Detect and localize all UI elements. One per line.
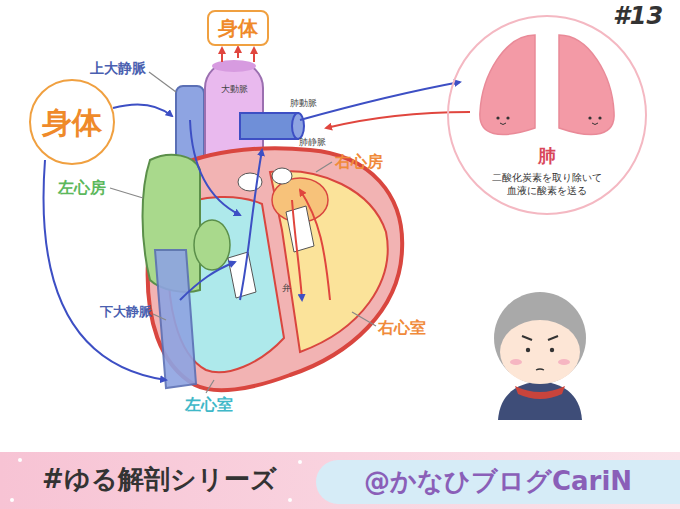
child-figure-part xyxy=(526,348,530,352)
flow-arrows-part xyxy=(292,200,302,300)
leader-lines-part xyxy=(316,162,332,172)
chamber-label: 左心房 xyxy=(58,178,106,197)
child-figure-part xyxy=(536,369,544,370)
chamber-label: 右心室 xyxy=(378,318,426,337)
chamber-label: 左心室 xyxy=(185,395,233,414)
flow-arrows xyxy=(180,120,330,300)
leader-lines-part xyxy=(149,72,176,92)
heart-part xyxy=(155,250,196,388)
pulmonary-artery xyxy=(240,113,304,139)
node-body: 二酸化炭素を取り除いて 血液に酸素を送る xyxy=(486,171,608,197)
leader-lines-part xyxy=(352,312,376,326)
lung-illustration-part xyxy=(448,16,646,214)
vessel-label: 肺動脈 xyxy=(290,98,317,109)
footer-band-part xyxy=(18,458,22,462)
blog-pill: @かなひブログCariN xyxy=(316,460,680,504)
lung-illustration-part xyxy=(480,35,535,135)
body-box: 身体 xyxy=(207,10,269,46)
flow-arrows-part xyxy=(300,190,330,300)
lung-illustration-part xyxy=(598,116,601,119)
lung-illustration xyxy=(448,16,646,214)
child-figure-part xyxy=(510,359,522,365)
lung-illustration-part xyxy=(506,116,509,119)
heart-part xyxy=(286,206,314,252)
flow-arrows-part xyxy=(180,262,235,300)
node-title: @かなひブログCariN xyxy=(364,465,632,499)
circulation-arrows-part xyxy=(44,160,166,380)
child-figure-part xyxy=(498,382,582,420)
node-title: 肺 xyxy=(538,144,556,167)
child-figure xyxy=(494,292,586,420)
lung-illustration-part xyxy=(500,123,506,125)
circulation-arrows-part xyxy=(300,82,460,120)
chamber-label: 右心房 xyxy=(335,152,383,171)
heart xyxy=(143,148,403,390)
heart-part xyxy=(272,168,292,184)
valve-label: 弁 xyxy=(282,283,291,294)
footer-band-part xyxy=(298,460,302,464)
vessel-label: 上大静脈 xyxy=(90,60,146,77)
footer-band-part xyxy=(0,452,680,509)
lung-illustration-part xyxy=(496,116,499,119)
lung-illustration-part xyxy=(592,123,598,125)
vessels-part xyxy=(212,60,256,72)
body-circle: 身体 xyxy=(29,79,115,165)
circulation-arrows-part xyxy=(253,48,255,62)
vessel-label: 肺静脈 xyxy=(299,137,326,148)
heart-part xyxy=(270,171,388,352)
node-title: 身体 xyxy=(42,103,102,142)
leader-lines-part xyxy=(206,380,214,393)
series-hashtag: #ゆる解剖シリーズ xyxy=(42,464,277,495)
circulation-arrows-part xyxy=(221,48,223,62)
heart-part xyxy=(194,220,230,270)
flow-arrows-part xyxy=(190,120,240,215)
child-figure-part xyxy=(500,320,580,384)
footer-band xyxy=(0,452,680,509)
vessel-label: 大動脈 xyxy=(221,84,248,95)
child-figure-part xyxy=(550,348,554,352)
vessel-label: 下大静脈 xyxy=(100,304,152,320)
child-figure-part xyxy=(548,336,558,340)
lung-circle: 肺二酸化炭素を取り除いて 血液に酸素を送る xyxy=(447,15,647,215)
leader-lines xyxy=(110,72,376,393)
pulmonary-artery-part xyxy=(240,113,298,139)
child-figure-part xyxy=(515,386,565,399)
child-figure-part xyxy=(522,336,532,340)
child-figure-part xyxy=(558,359,570,365)
circulation-arrows-part xyxy=(113,104,172,116)
leader-lines-part xyxy=(153,314,166,320)
circulation-arrows-part xyxy=(237,47,239,58)
page-number: #13 xyxy=(613,2,663,31)
footer-band-part xyxy=(10,498,14,502)
lung-illustration-part xyxy=(559,35,614,135)
node-title: 身体 xyxy=(218,15,258,41)
flow-arrows-part xyxy=(240,150,262,300)
child-figure-part xyxy=(494,292,586,384)
footer-band-part xyxy=(288,498,292,502)
pulmonary-artery-part xyxy=(292,113,304,139)
lung-illustration-part xyxy=(588,116,591,119)
leader-lines-part xyxy=(110,188,143,198)
